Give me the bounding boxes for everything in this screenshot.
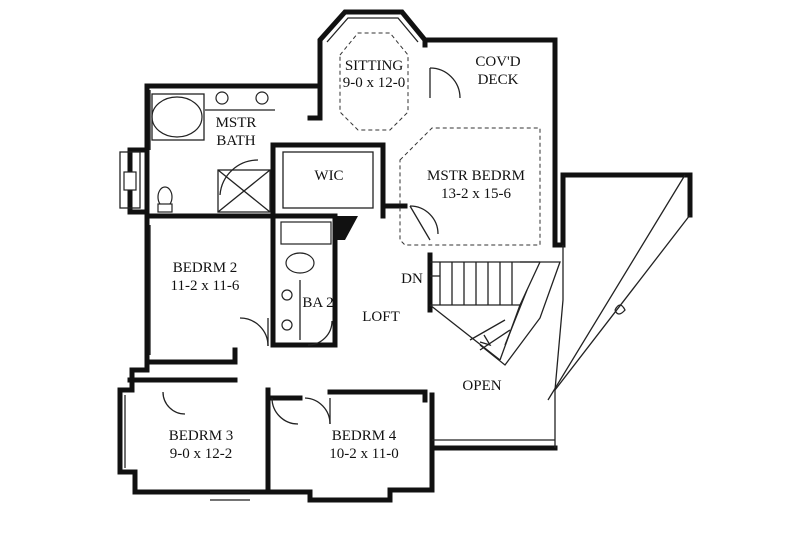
bedrm3-dims: 9-0 x 12-2 — [170, 446, 233, 462]
bedrm4-dims: 10-2 x 11-0 — [329, 446, 398, 462]
bedrm4-name: BEDRM 4 — [332, 428, 397, 444]
ba2-name: BA 2 — [302, 295, 333, 311]
deck-name-2: DECK — [478, 72, 519, 88]
stairs — [429, 261, 561, 366]
loft-name: LOFT — [362, 309, 400, 325]
room-labels: SITTING 9-0 x 12-0 COV'D DECK MSTR BATH … — [169, 54, 525, 462]
details — [119, 17, 691, 501]
sitting-dims: 9-0 x 12-0 — [343, 75, 406, 91]
sitting-name: SITTING — [345, 58, 403, 74]
mstr-bedrm-dims: 13-2 x 15-6 — [441, 186, 511, 202]
mstr-bath-name-2: BATH — [216, 133, 255, 149]
dn-label: DN — [401, 271, 423, 287]
bedrm2-dims: 11-2 x 11-6 — [171, 278, 240, 294]
mstr-bedrm-name: MSTR BEDRM — [427, 168, 525, 184]
bedrm3-name: BEDRM 3 — [169, 428, 234, 444]
interior-walls — [127, 102, 433, 495]
wic-name: WIC — [314, 168, 343, 184]
mstr-bath-name-1: MSTR — [216, 115, 257, 131]
exterior-walls — [117, 9, 693, 503]
open-label: OPEN — [462, 378, 501, 394]
bedrm2-name: BEDRM 2 — [173, 260, 238, 276]
deck-name-1: COV'D — [475, 54, 520, 70]
